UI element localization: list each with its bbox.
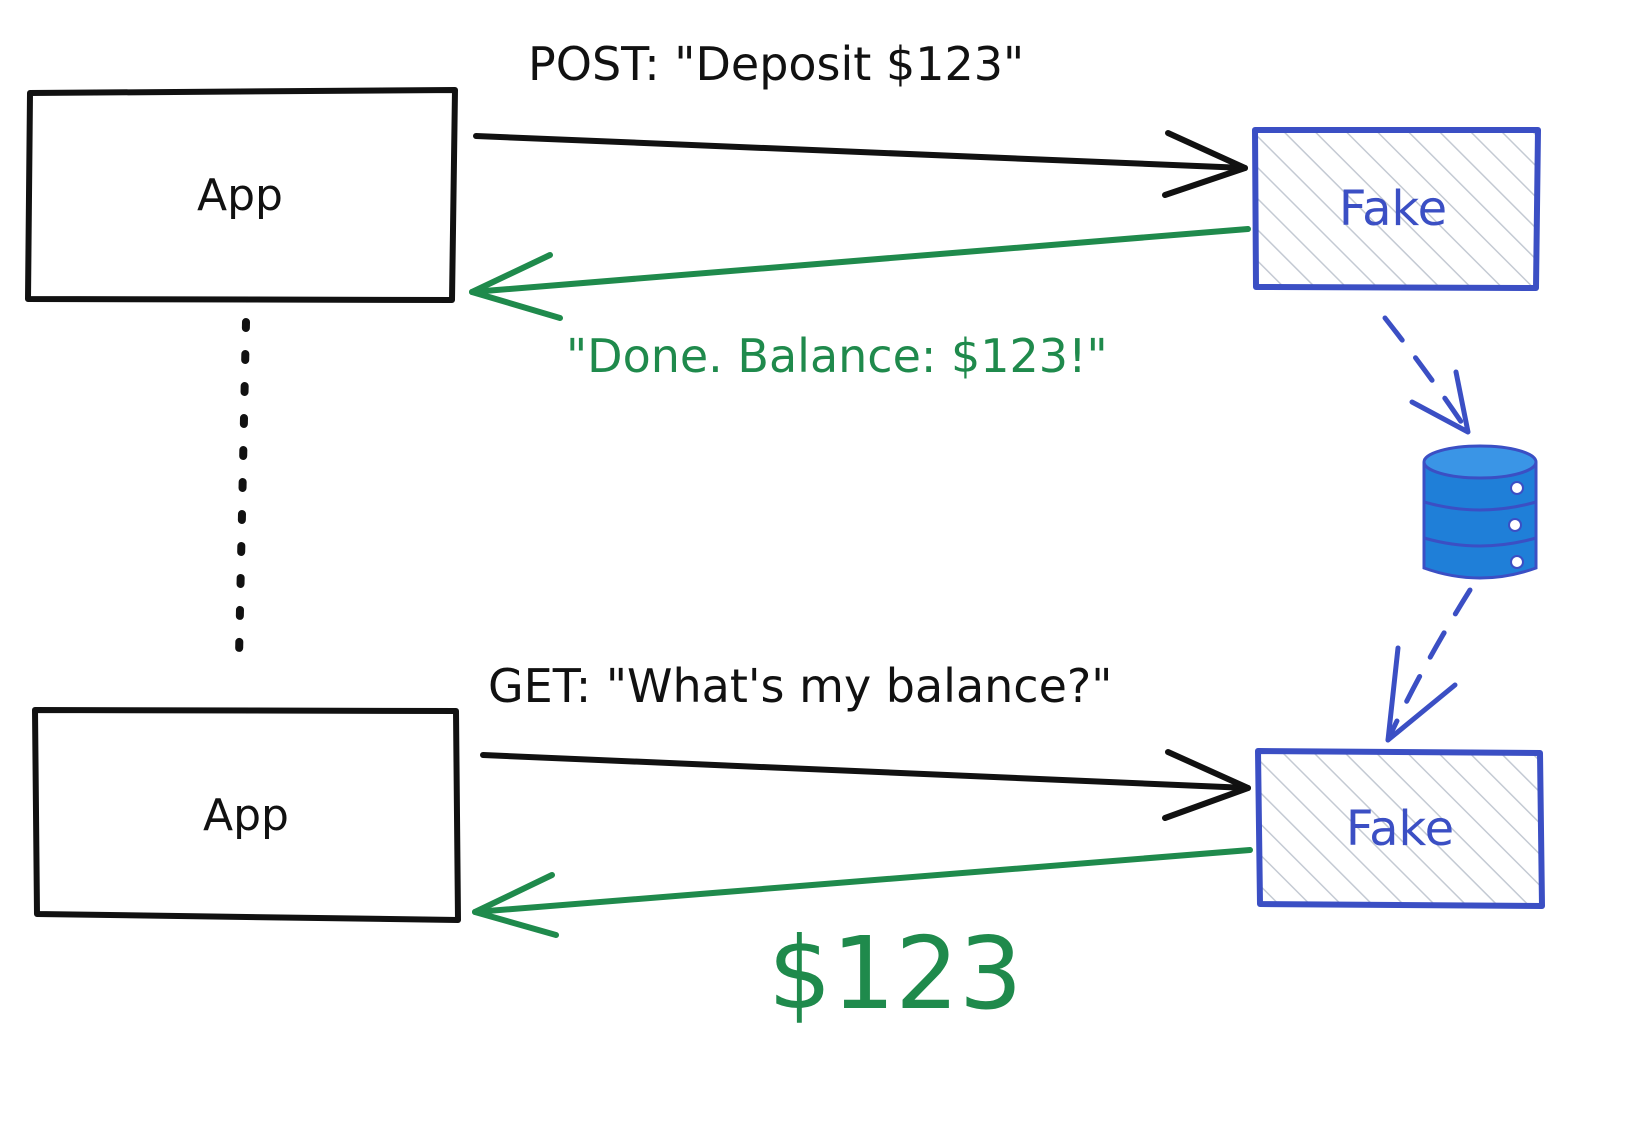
write-to-database-arrow [1382, 315, 1471, 435]
top-fake-label: Fake [1339, 181, 1447, 237]
top-app-box: App [25, 87, 458, 303]
top-app-label: App [197, 170, 283, 221]
bottom-fake-label: Fake [1346, 801, 1454, 857]
get-request-label: GET: "What's my balance?" [488, 659, 1112, 713]
bottom-app-label: App [203, 790, 289, 841]
time-gap-dotted-line [235, 318, 250, 661]
get-response-label: $123 [768, 915, 1023, 1032]
get-request-arrow [480, 749, 1251, 821]
post-response-label: "Done. Balance: $123!" [566, 329, 1108, 383]
get-response-arrow [472, 847, 1253, 938]
bottom-app-box: App [32, 707, 461, 923]
post-request-label: POST: "Deposit $123" [528, 37, 1024, 91]
read-from-database-arrow [1385, 587, 1473, 743]
post-request-arrow [473, 130, 1248, 198]
post-response-arrow [469, 226, 1251, 321]
top-fake-box: Fake [1252, 127, 1541, 291]
bottom-fake-box: Fake [1255, 748, 1545, 909]
database-icon [1422, 444, 1538, 580]
